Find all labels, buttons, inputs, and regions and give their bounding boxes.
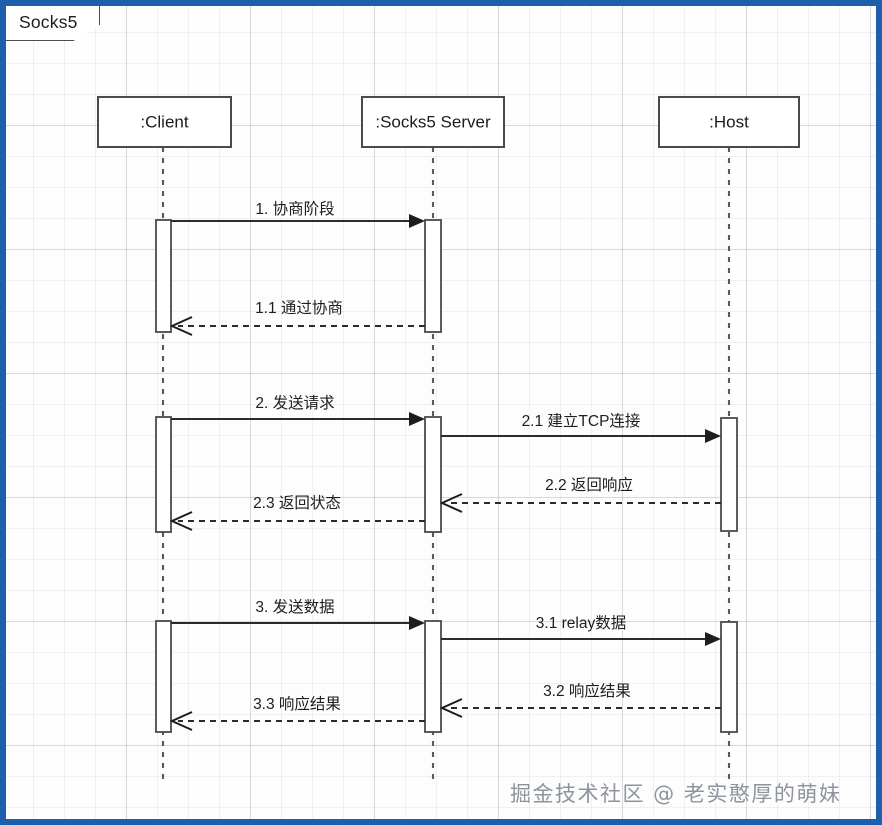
message-m2_1[interactable]: 2.1 建立TCP连接 [441, 412, 721, 443]
activation-host-3[interactable] [720, 621, 738, 733]
arrowhead-m1_1 [169, 316, 193, 336]
message-label-m1_1: 1.1 通过协商 [255, 299, 343, 317]
activation-client-3[interactable] [155, 620, 172, 733]
message-label-m2: 2. 发送请求 [255, 394, 334, 412]
activation-server-1[interactable] [424, 219, 442, 333]
message-label-m2_3: 2.3 返回状态 [253, 494, 341, 512]
message-label-m2_2: 2.2 返回响应 [545, 475, 633, 494]
arrowhead-m3_3 [169, 711, 193, 731]
message-label-m3_1: 3.1 relay数据 [536, 614, 626, 632]
participant-box-socks5-server[interactable] [361, 96, 505, 148]
arrowhead-m3 [409, 616, 425, 630]
frame-tab-label: Socks5 [19, 12, 78, 32]
watermark: 掘金技术社区 @ 老实憨厚的萌妹 [510, 782, 842, 806]
message-m2[interactable]: 2. 发送请求 [171, 394, 425, 426]
arrowhead-m2 [409, 412, 425, 426]
participant-socks5-server[interactable]: :Socks5 Server [361, 96, 505, 148]
activation-server-2[interactable] [424, 416, 442, 533]
message-m2_2[interactable]: 2.2 返回响应 [439, 475, 721, 513]
diagram-svg: :Client :Socks5 Server :Host [97, 96, 800, 782]
message-m2_3[interactable]: 2.3 返回状态 [169, 494, 425, 531]
arrowhead-m2_1 [705, 429, 721, 443]
participant-boxes-group: :Client :Socks5 Server :Host [97, 96, 800, 148]
arrowhead-m2_3 [169, 511, 193, 531]
participant-label-client: :Client [140, 112, 188, 131]
message-label-m2_1: 2.1 建立TCP连接 [522, 412, 641, 430]
activation-client-1[interactable] [155, 219, 172, 333]
arrowhead-m2_2 [439, 493, 463, 513]
activation-server-3[interactable] [424, 620, 442, 733]
message-m3_1[interactable]: 3.1 relay数据 [441, 614, 721, 646]
participant-label-socks5-server: :Socks5 Server [375, 112, 491, 131]
message-m3_2[interactable]: 3.2 响应结果 [439, 681, 721, 718]
message-m3[interactable]: 3. 发送数据 [171, 598, 425, 630]
message-label-m3_3: 3.3 响应结果 [253, 694, 341, 713]
participant-box-host[interactable] [658, 96, 800, 148]
participant-client[interactable]: :Client [97, 96, 232, 148]
arrowhead-m1 [409, 214, 425, 228]
activation-bars-group [155, 219, 738, 733]
lifelines-group [161, 147, 731, 782]
activation-client-2[interactable] [155, 416, 172, 533]
message-label-m3_2: 3.2 响应结果 [543, 681, 631, 700]
message-m1_1[interactable]: 1.1 通过协商 [169, 299, 425, 336]
message-label-m1: 1. 协商阶段 [255, 200, 334, 218]
activation-host-2[interactable] [720, 417, 738, 532]
message-m1[interactable]: 1. 协商阶段 [171, 200, 425, 228]
message-m3_3[interactable]: 3.3 响应结果 [169, 694, 425, 731]
participant-label-host: :Host [709, 112, 749, 131]
participant-host[interactable]: :Host [658, 96, 800, 148]
participant-box-client[interactable] [97, 96, 232, 148]
arrowhead-m3_2 [439, 698, 463, 718]
arrowhead-m3_1 [705, 632, 721, 646]
message-label-m3: 3. 发送数据 [255, 598, 334, 616]
